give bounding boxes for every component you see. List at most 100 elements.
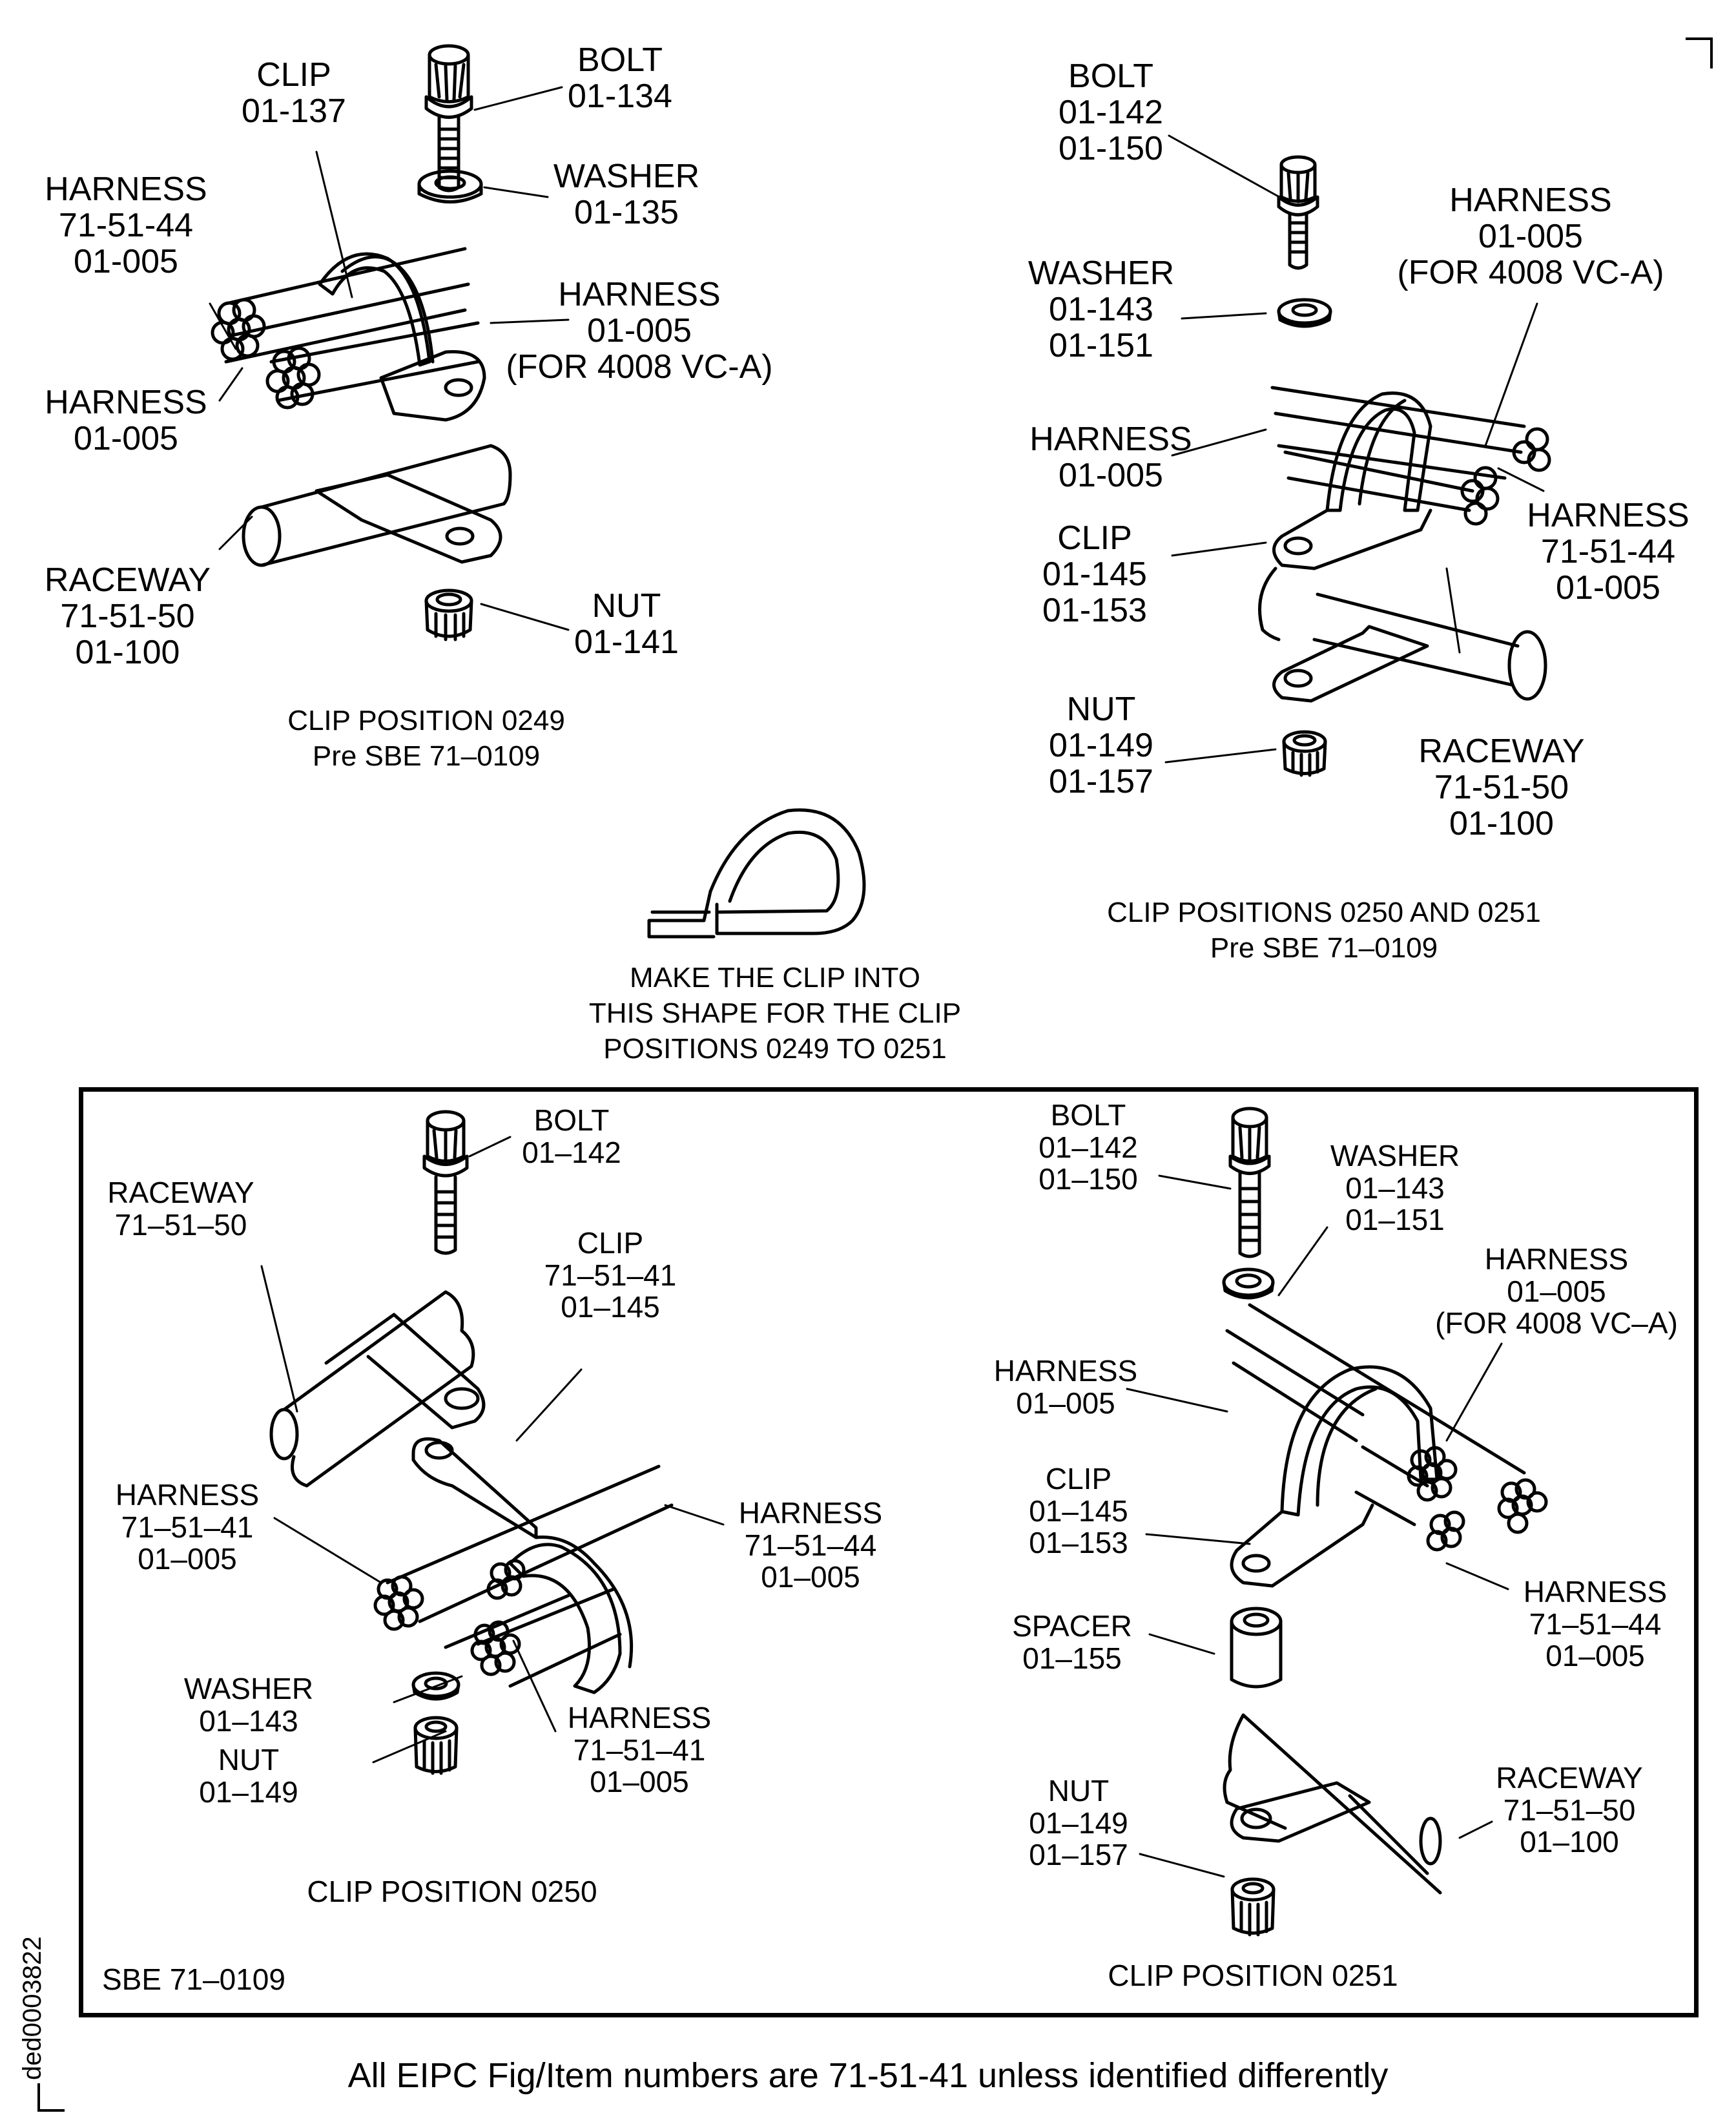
label-harness: HARNESS 01-005 bbox=[1017, 421, 1204, 494]
label-raceway: RACEWAY 71-51-50 01-100 bbox=[1408, 733, 1595, 842]
part-number: 01-142 bbox=[1059, 94, 1163, 132]
part-number: 01–142 bbox=[522, 1135, 621, 1169]
nut-icon bbox=[424, 588, 473, 641]
washer-icon bbox=[411, 1671, 460, 1701]
caption-subtitle: Pre SBE 71–0109 bbox=[1210, 932, 1438, 964]
panel-0249-artwork bbox=[209, 44, 570, 641]
part-name: CLIP bbox=[256, 56, 331, 94]
raceway-icon bbox=[269, 1290, 486, 1488]
part-name: HARNESS bbox=[1449, 182, 1612, 219]
part-number: 01-005 bbox=[1556, 569, 1660, 607]
label-nut: NUT 01-141 bbox=[568, 588, 685, 660]
label-harness: HARNESS 01–005 bbox=[982, 1355, 1150, 1419]
document-id: ded0003822 bbox=[18, 1936, 46, 2080]
part-name: RACEWAY bbox=[44, 561, 211, 599]
label-clip: CLIP 71–51–41 01–145 bbox=[536, 1227, 685, 1324]
label-nut: NUT 01-149 01-157 bbox=[1027, 691, 1175, 800]
label-bolt: BOLT 01–142 01–150 bbox=[1020, 1099, 1156, 1196]
part-name: HARNESS bbox=[115, 1478, 260, 1512]
nut-icon bbox=[1230, 1877, 1276, 1937]
part-note: (FOR 4008 VC–A) bbox=[1435, 1306, 1678, 1340]
label-harness-4008: HARNESS 01–005 (FOR 4008 VC–A) bbox=[1421, 1242, 1692, 1340]
part-name: SPACER bbox=[1012, 1609, 1132, 1643]
harness-bundle-icon bbox=[211, 247, 480, 410]
label-harness: HARNESS 71–51–41 01–005 bbox=[555, 1702, 723, 1798]
bolt-icon bbox=[422, 1110, 469, 1255]
raceway-icon bbox=[242, 444, 512, 567]
part-name: WASHER bbox=[1028, 255, 1175, 292]
part-name: HARNESS bbox=[1527, 497, 1690, 534]
part-number: 01–145 bbox=[1029, 1494, 1128, 1528]
caption-subtitle: Pre SBE 71–0109 bbox=[312, 740, 541, 772]
caption-clip-positions-0250-0251: CLIP POSITIONS 0250 AND 0251 Pre SBE 71–… bbox=[1066, 895, 1582, 966]
part-name: CLIP bbox=[577, 1226, 644, 1260]
part-name: NUT bbox=[218, 1743, 280, 1776]
part-name: CLIP bbox=[1057, 519, 1132, 557]
part-number: 01-005 bbox=[587, 312, 692, 350]
label-spacer: SPACER 01–155 bbox=[995, 1610, 1150, 1674]
part-number: 01-005 bbox=[74, 420, 178, 458]
part-number: 01-005 bbox=[1478, 218, 1583, 256]
label-harness-4008: HARNESS 01-005 (FOR 4008 VC-A) bbox=[1382, 182, 1679, 291]
part-name: CLIP bbox=[1045, 1462, 1112, 1495]
label-raceway: RACEWAY 71–51–50 bbox=[90, 1176, 271, 1242]
crop-mark-top-right bbox=[1686, 37, 1713, 68]
part-number: 01–005 bbox=[1545, 1639, 1645, 1673]
part-name: HARNESS bbox=[45, 171, 207, 208]
label-harness: HARNESS 71–51–41 01–005 bbox=[103, 1479, 271, 1576]
part-figure: 71–51–44 bbox=[1529, 1607, 1662, 1641]
label-washer: WASHER 01–143 bbox=[171, 1672, 326, 1737]
part-name: HARNESS bbox=[1484, 1242, 1629, 1276]
caption-title: CLIP POSITION 0249 bbox=[287, 705, 565, 736]
part-name: WASHER bbox=[183, 1672, 314, 1705]
part-number: 01-143 bbox=[1049, 291, 1153, 329]
clip-icon bbox=[411, 1437, 634, 1694]
clip-icon bbox=[1272, 391, 1432, 570]
footer-note: All EIPC Fig/Item numbers are 71-51-41 u… bbox=[347, 2056, 1389, 2095]
part-figure: 71-51-50 bbox=[60, 598, 195, 636]
part-figure: 71–51–50 bbox=[1503, 1793, 1636, 1827]
part-number: 01–005 bbox=[1507, 1274, 1606, 1308]
part-name: HARNESS bbox=[1029, 421, 1192, 458]
clip-icon bbox=[1230, 1365, 1439, 1588]
part-name: WASHER bbox=[1330, 1139, 1460, 1172]
part-number: 01–005 bbox=[761, 1560, 860, 1594]
part-number: 01–157 bbox=[1029, 1838, 1128, 1872]
part-number: 01-145 bbox=[1042, 556, 1147, 594]
panel-0250-0251-pre-artwork bbox=[1164, 134, 1551, 777]
part-figure: 71-51-44 bbox=[58, 207, 194, 245]
part-name: HARNESS bbox=[45, 384, 207, 421]
part-number: 01-141 bbox=[574, 623, 679, 661]
part-figure: 71–51–50 bbox=[114, 1207, 247, 1242]
crop-mark-bottom-left bbox=[37, 2083, 65, 2112]
label-washer: WASHER 01–143 01–151 bbox=[1318, 1140, 1472, 1236]
part-number: 01-153 bbox=[1042, 592, 1147, 630]
part-number: 01–005 bbox=[1016, 1386, 1115, 1420]
note-line: MAKE THE CLIP INTO bbox=[630, 962, 920, 994]
part-figure: 71-51-50 bbox=[1434, 769, 1569, 807]
bolt-icon bbox=[424, 44, 473, 193]
note-line: THIS SHAPE FOR THE CLIP bbox=[588, 997, 962, 1029]
formed-clip-shape-icon bbox=[647, 808, 866, 939]
washer-icon bbox=[1277, 298, 1332, 328]
part-number: 01-149 bbox=[1049, 727, 1153, 765]
panel-0250-sbe-artwork bbox=[260, 1110, 725, 1775]
part-number: 01–151 bbox=[1345, 1203, 1445, 1237]
label-clip: CLIP 01-145 01-153 bbox=[1020, 520, 1169, 629]
caption-clip-position-0251: CLIP POSITION 0251 bbox=[1108, 1959, 1398, 1992]
washer-icon bbox=[417, 169, 483, 203]
label-raceway: RACEWAY 71–51–50 01–100 bbox=[1479, 1762, 1660, 1859]
part-figure: 71-51-44 bbox=[1540, 533, 1676, 571]
label-washer: WASHER 01-143 01-151 bbox=[1020, 255, 1182, 364]
part-name: NUT bbox=[1048, 1774, 1110, 1807]
label-washer: WASHER 01-135 bbox=[546, 158, 707, 231]
part-number: 01–142 bbox=[1038, 1130, 1138, 1164]
part-number: 01–149 bbox=[1029, 1806, 1128, 1840]
part-number: 01-100 bbox=[75, 634, 180, 672]
part-note: (FOR 4008 VC-A) bbox=[506, 348, 773, 386]
part-number: 01-100 bbox=[1449, 805, 1554, 843]
part-figure: 71–51–41 bbox=[573, 1733, 706, 1767]
part-number: 01–100 bbox=[1520, 1825, 1619, 1859]
part-number: 01–005 bbox=[138, 1542, 237, 1576]
